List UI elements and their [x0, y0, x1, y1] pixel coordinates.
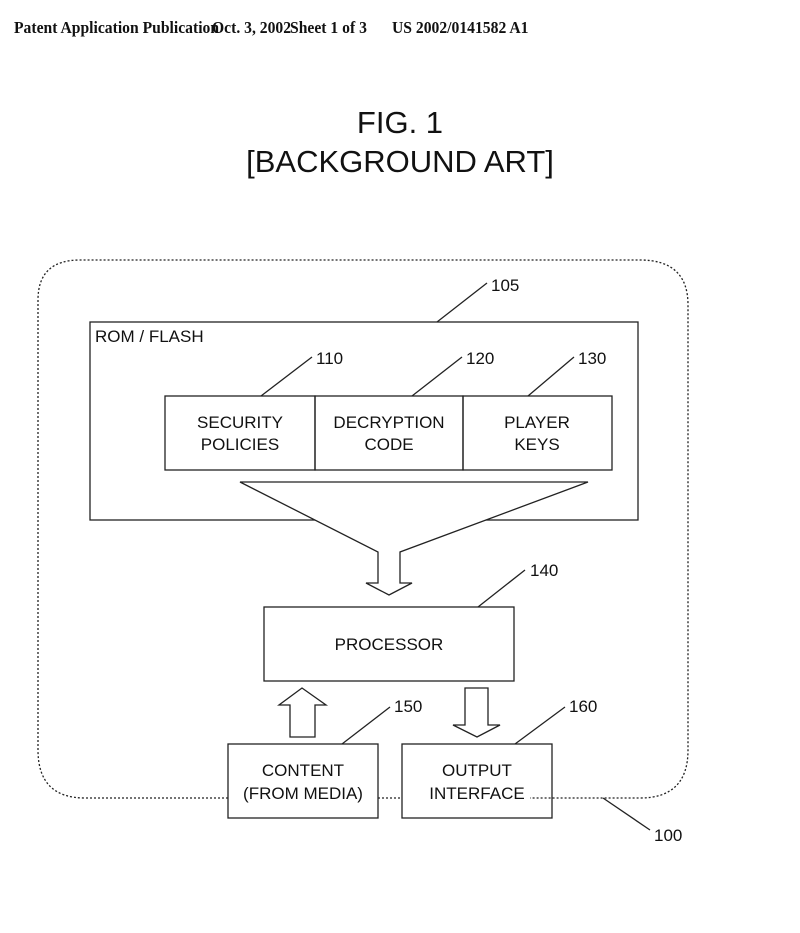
leader-105	[436, 282, 488, 323]
ref-140: 140	[530, 561, 558, 580]
ref-100: 100	[654, 826, 682, 845]
header-sheet: Sheet 1 of 3	[290, 18, 367, 37]
leader-130	[527, 356, 575, 397]
content-line2: (FROM MEDIA)	[243, 784, 363, 803]
device-outline	[37, 259, 689, 799]
ref-150: 150	[394, 697, 422, 716]
ref-105: 105	[491, 276, 519, 295]
header-patent-number: US 2002/0141582 A1	[392, 18, 529, 37]
down-arrow	[452, 687, 501, 738]
up-arrow	[277, 687, 329, 738]
leader-150	[341, 706, 391, 745]
block-130-line1: PLAYER	[504, 413, 570, 432]
block-110-line1: SECURITY	[197, 413, 283, 432]
content-block	[227, 743, 379, 819]
figure-title: FIG. 1	[356, 105, 444, 140]
player-keys-block	[462, 395, 613, 471]
output-line2: INTERFACE	[429, 784, 524, 803]
ref-130: 130	[578, 349, 606, 368]
leader-140	[477, 569, 526, 608]
header-date: Oct. 3, 2002	[212, 18, 292, 37]
leader-110	[260, 356, 313, 397]
decryption-code-block	[314, 395, 464, 471]
security-policies-block	[164, 395, 316, 471]
block-110-line2: POLICIES	[201, 435, 279, 454]
block-120-line1: DECRYPTION	[333, 413, 444, 432]
output-line1: OUTPUT	[442, 761, 512, 780]
rom-flash-label: ROM / FLASH	[95, 327, 204, 346]
figure-subtitle: [BACKGROUND ART]	[246, 144, 554, 179]
content-line1: CONTENT	[262, 761, 344, 780]
ref-160: 160	[569, 697, 597, 716]
ref-120: 120	[466, 349, 494, 368]
output-interface-block	[401, 743, 553, 819]
leader-120	[411, 356, 463, 397]
processor-label: PROCESSOR	[335, 635, 444, 654]
header-publication: Patent Application Publication	[14, 18, 220, 37]
processor-block	[263, 606, 515, 682]
leader-100	[602, 797, 651, 831]
block-130-line2: KEYS	[514, 435, 559, 454]
ref-110: 110	[316, 349, 343, 368]
leader-160	[514, 706, 566, 745]
block-120-line2: CODE	[364, 435, 413, 454]
funnel-arrow	[239, 481, 589, 596]
